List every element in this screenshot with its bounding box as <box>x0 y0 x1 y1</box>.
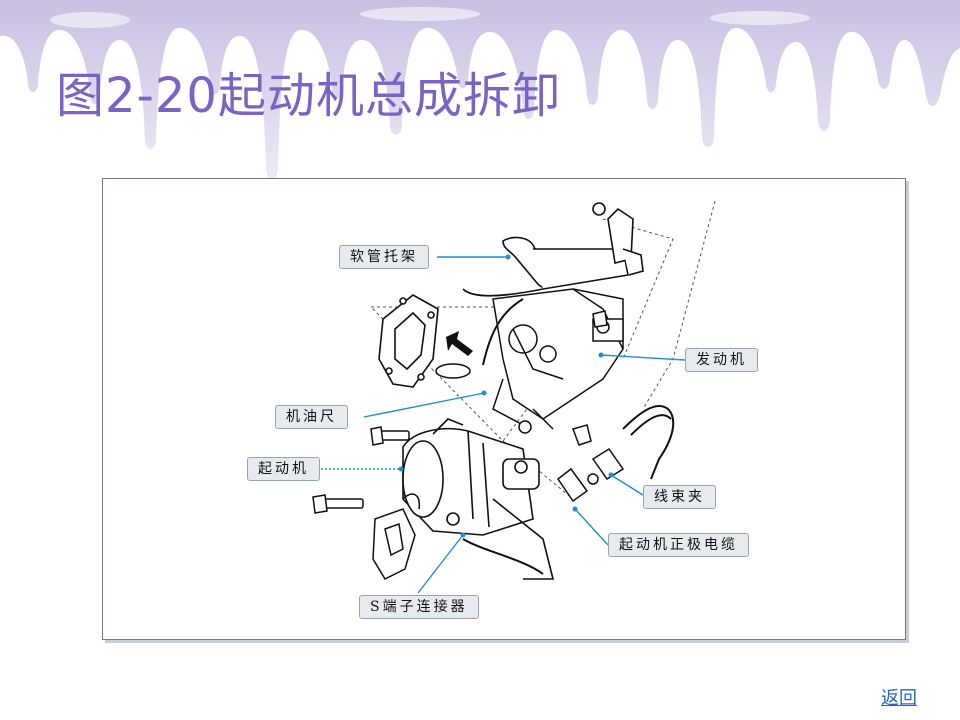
callout-engine: 发动机 <box>685 348 758 372</box>
direction-arrow-icon <box>446 331 473 356</box>
diagram-frame: 软管托架 发动机 机油尺 起动机 线束夹 起动机正极电缆 S端子连接器 <box>102 178 906 640</box>
bolt-drawing <box>312 310 608 514</box>
gasket-drawing <box>378 294 439 388</box>
starter-assembly-illustration <box>309 200 716 594</box>
o-ring-drawing <box>435 363 471 379</box>
back-link[interactable]: 返回 <box>881 688 917 709</box>
callout-s-terminal-connector: S端子连接器 <box>359 595 479 619</box>
mounting-bracket-drawing <box>372 493 421 580</box>
callout-harness-clip: 线束夹 <box>643 485 716 509</box>
page-title: 图2-20起动机总成拆卸 <box>56 68 561 124</box>
callout-starter: 起动机 <box>247 457 320 481</box>
starter-motor-drawing <box>402 418 555 580</box>
callout-starter-positive-cable: 起动机正极电缆 <box>608 533 749 557</box>
dripping-header-decoration <box>0 0 960 179</box>
engine-block-drawing <box>492 288 624 434</box>
callout-dipstick: 机油尺 <box>275 405 348 429</box>
callout-hose-bracket: 软管托架 <box>339 245 429 269</box>
harness-clip-drawing <box>556 447 625 503</box>
hose-bracket-drawing <box>462 202 644 317</box>
